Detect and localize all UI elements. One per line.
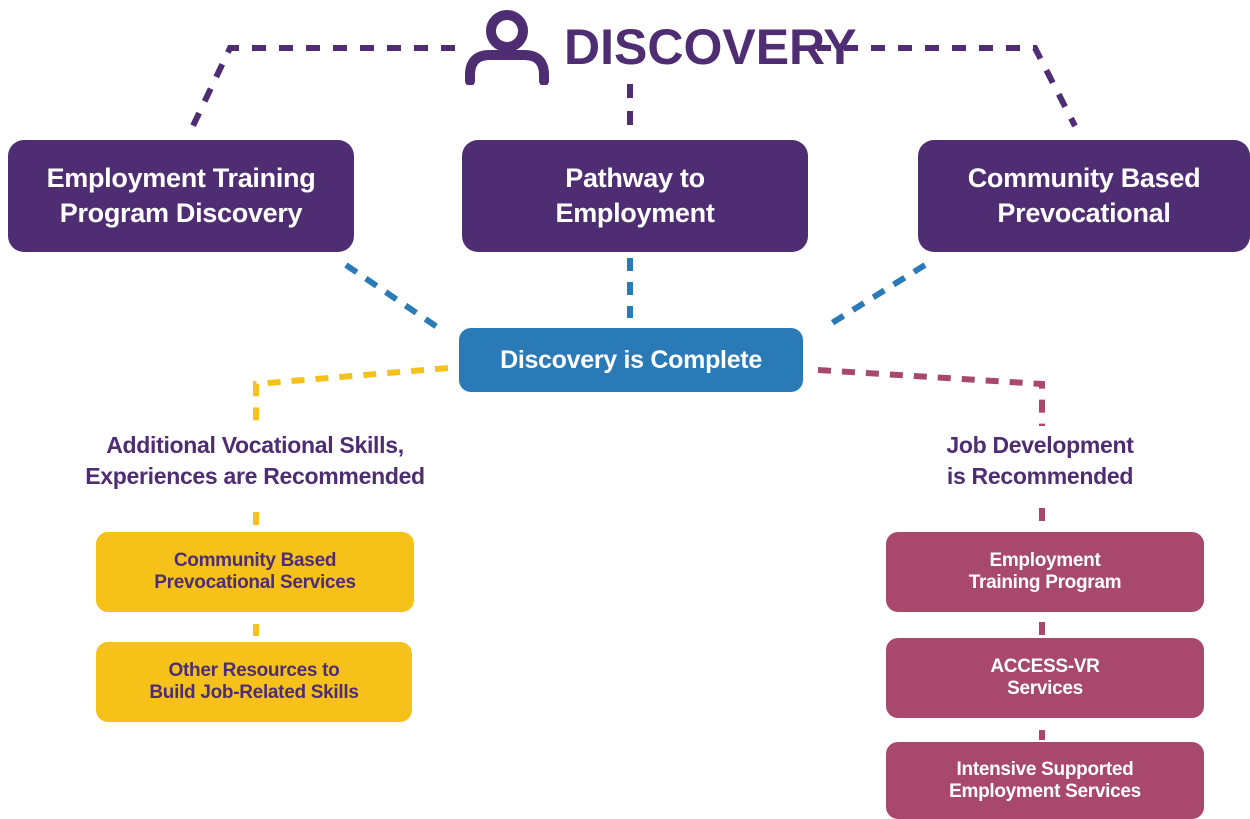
right-branch-item-access-vr: ACCESS-VR Services	[886, 638, 1204, 718]
left-branch-heading: Additional Vocational Skills, Experience…	[85, 432, 425, 489]
connector-center-to-left-heading	[253, 365, 449, 426]
person-icon	[465, 10, 549, 85]
right-branch-item-intensive-supported: Intensive Supported Employment Services	[886, 742, 1204, 819]
left-branch-item-community-prevocational: Community Based Prevocational Services	[96, 532, 414, 612]
right-branch-heading: Job Development is Recommended	[946, 432, 1134, 489]
entry-path-community-based: Community Based Prevocational	[918, 140, 1250, 252]
entry-path-pathway-to-employment: Pathway to Employment	[462, 140, 808, 252]
connector-title-left	[189, 45, 455, 130]
discovery-complete-node: Discovery is Complete	[459, 328, 803, 392]
diagram-title: DISCOVERY	[564, 19, 857, 75]
connector-right-to-center	[822, 262, 927, 331]
left-branch-item-other-resources: Other Resources to Build Job-Related Ski…	[96, 642, 412, 722]
connector-title-right	[817, 45, 1078, 128]
right-branch-item-employment-training-program: Employment Training Program	[886, 532, 1204, 612]
connector-center-to-right-heading	[817, 367, 1045, 426]
entry-path-employment-training: Employment Training Program Discovery	[8, 140, 354, 252]
connector-left-to-center	[344, 262, 445, 334]
